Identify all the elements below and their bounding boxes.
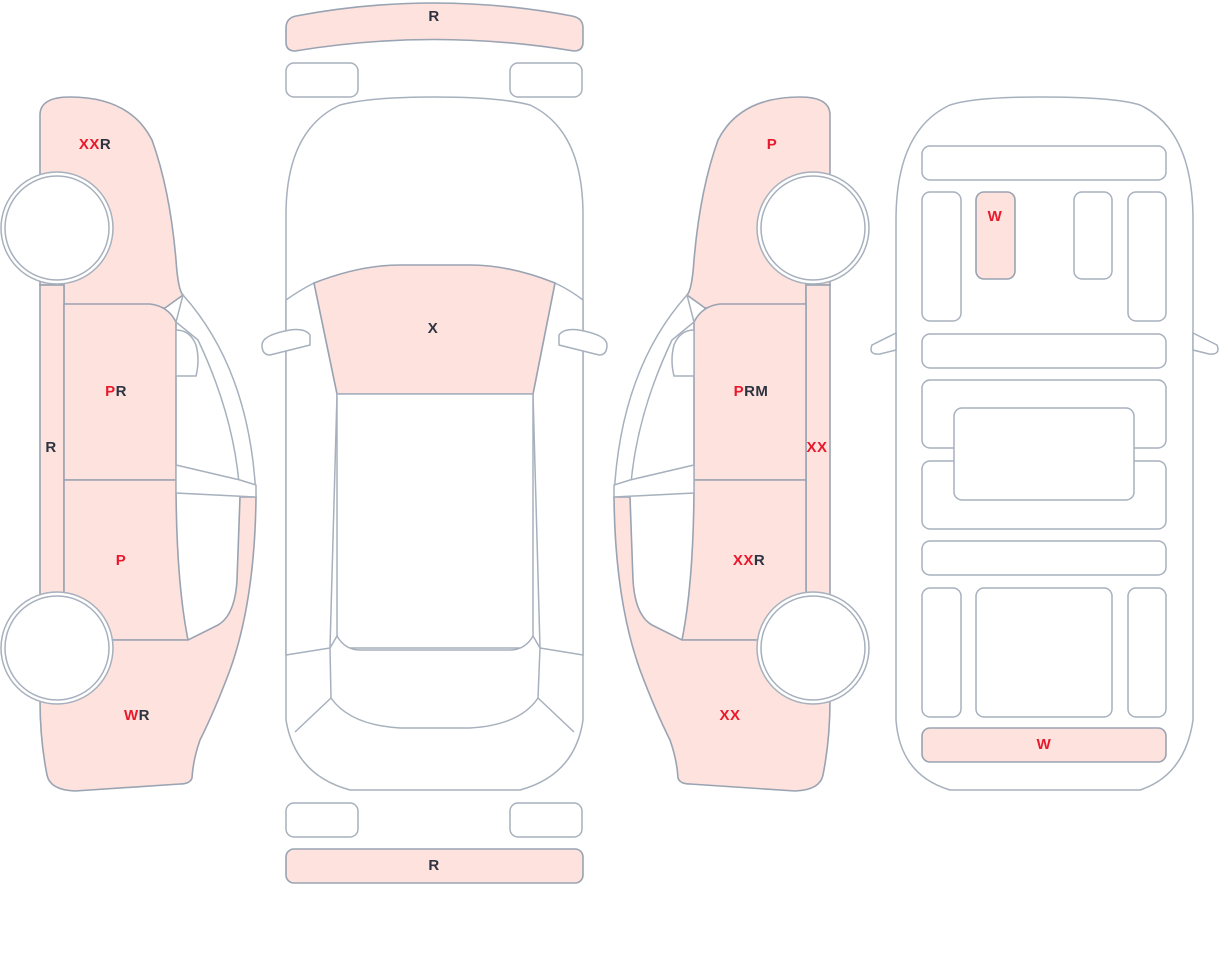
- left-rear-quarter-label: WR: [124, 707, 150, 724]
- rear-bumper[interactable]: [285, 848, 584, 884]
- rear-right-light: [509, 802, 583, 838]
- right-side-view: [613, 96, 870, 792]
- right-front-fender-label: P: [767, 136, 778, 153]
- front-left-light: [285, 62, 359, 98]
- right-rocker-label: XX: [806, 439, 827, 456]
- left-rear-door-label: P: [116, 552, 127, 569]
- underbody-front-part[interactable]: [975, 191, 1016, 280]
- left-side-view: [0, 96, 257, 792]
- hood-windshield[interactable]: [313, 264, 556, 395]
- left-front-fender-label: XXR: [79, 136, 111, 153]
- hood-label: X: [428, 320, 439, 337]
- front-bumper-label: R: [428, 8, 439, 25]
- right-front-door-label: PRM: [734, 383, 769, 400]
- underbody-view: [870, 96, 1219, 791]
- underbody-rear-label: W: [1037, 736, 1052, 753]
- underbody-front-label: W: [988, 208, 1003, 225]
- underbody-rear-part[interactable]: [921, 727, 1167, 763]
- front-right-light: [509, 62, 583, 98]
- rear-left-light: [285, 802, 359, 838]
- top-view: [261, 2, 608, 884]
- rear-bumper-label: R: [428, 857, 439, 874]
- right-rear-quarter-label: XX: [719, 707, 740, 724]
- front-bumper[interactable]: [285, 2, 584, 52]
- left-front-door-label: PR: [105, 383, 127, 400]
- right-rear-door-label: XXR: [733, 552, 765, 569]
- left-rocker-label: R: [45, 439, 56, 456]
